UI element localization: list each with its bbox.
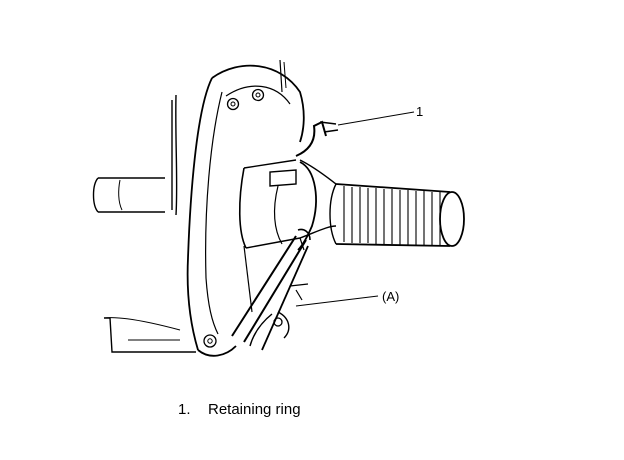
caption-text: Retaining ring (208, 401, 301, 418)
shaft-splines (343, 186, 441, 246)
snap-ring-pliers (231, 228, 311, 351)
caption-number: 1. (178, 401, 191, 418)
splined-output-shaft (299, 159, 465, 247)
output-shaft-neck (238, 159, 305, 251)
callout-label-part-1: 1 (416, 104, 423, 119)
leader-line-part-1 (337, 111, 415, 126)
leader-line-tool-a (295, 295, 379, 307)
figure-caption: 1. Retaining ring (178, 401, 301, 418)
extension-housing-flange (186, 59, 305, 357)
leader-lines (295, 111, 415, 307)
callout-label-tool-a: (A) (382, 289, 399, 304)
transmission-case (92, 94, 196, 353)
